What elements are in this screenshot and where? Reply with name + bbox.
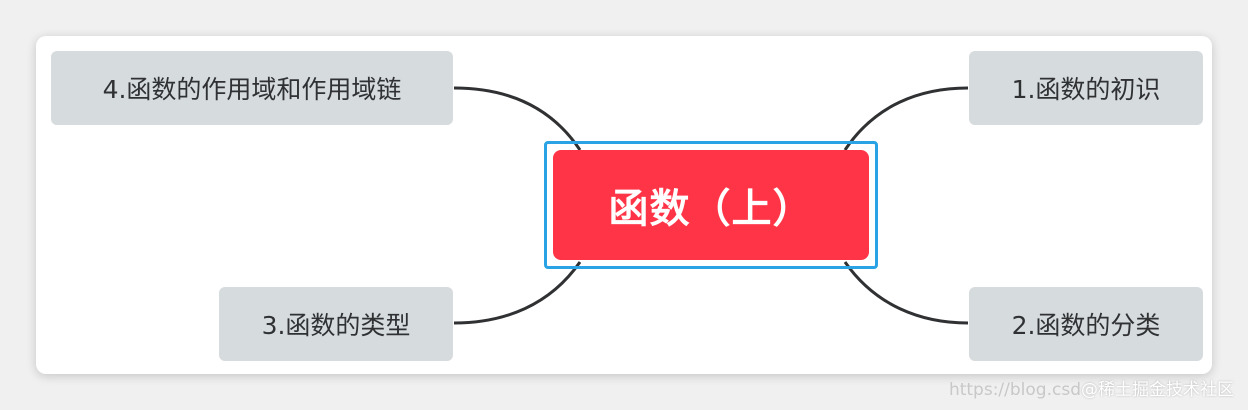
branch-node-4[interactable]: 4.函数的作用域和作用域链	[51, 51, 453, 125]
branch-node-2[interactable]: 2.函数的分类	[969, 287, 1203, 361]
branch-label-2: 2.函数的分类	[1011, 311, 1161, 340]
branch-label-4: 4.函数的作用域和作用域链	[102, 75, 402, 104]
watermark: https://blog.csd@稀土掘金技术社区	[949, 375, 1234, 400]
watermark-url: https://blog.csd	[948, 380, 1081, 400]
branch-node-1[interactable]: 1.函数的初识	[969, 51, 1203, 125]
branch-label-3: 3.函数的类型	[261, 311, 411, 340]
root-label: 函数（上）	[608, 186, 814, 232]
root-selection-outline	[544, 141, 878, 269]
watermark-text: @稀土掘金技术社区	[1081, 380, 1234, 400]
root-node[interactable]: 函数（上）	[553, 150, 869, 260]
branch-node-3[interactable]: 3.函数的类型	[219, 287, 453, 361]
branch-label-1: 1.函数的初识	[1011, 75, 1161, 104]
